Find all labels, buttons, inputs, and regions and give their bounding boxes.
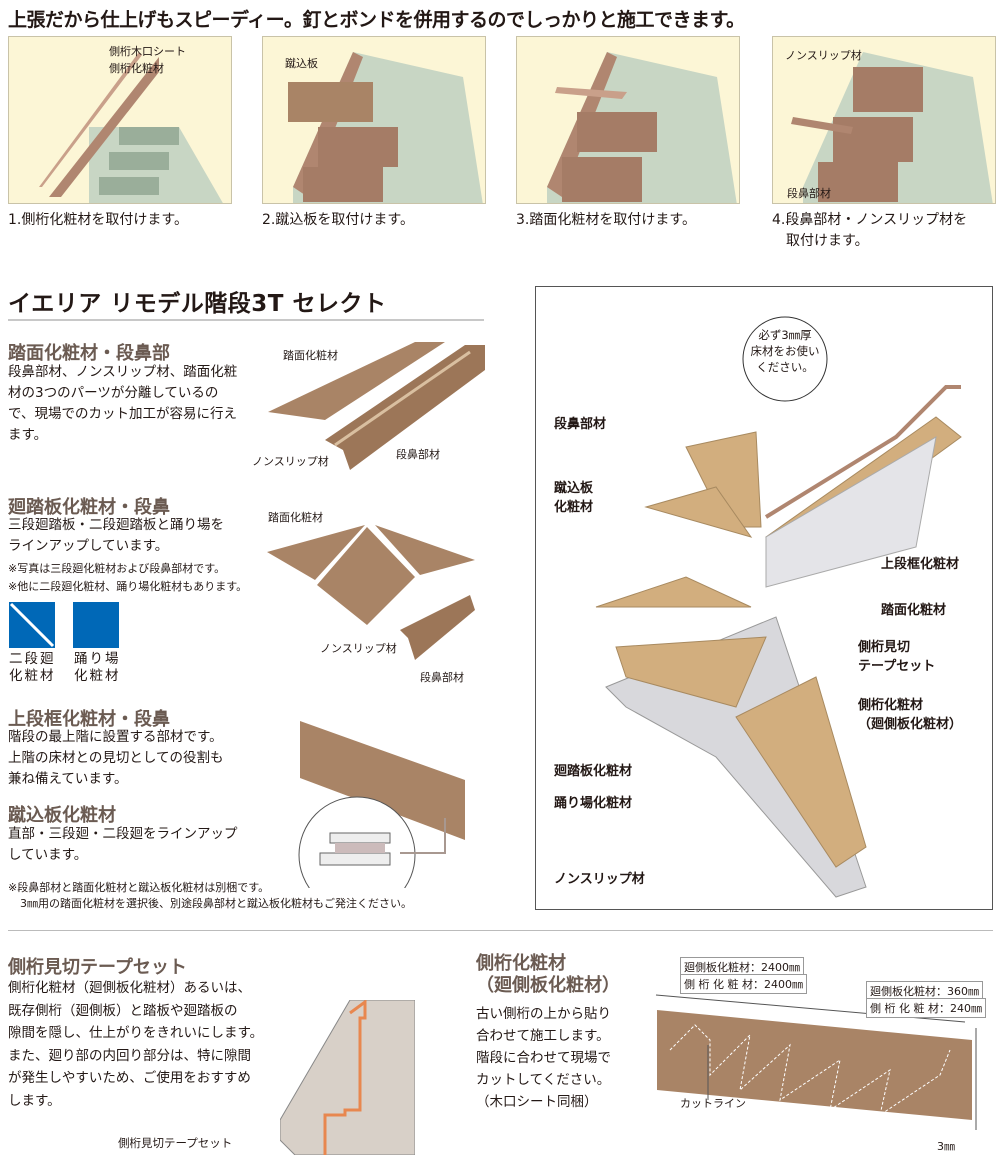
headline: 上張だから仕上げもスピーディー。釘とボンドを併用するのでしっかりと施工できます。	[8, 9, 745, 31]
top-text: 階段の最上階に設置する部材です。上階の床材との見切としての役割も兼ね備えています…	[8, 729, 224, 787]
step-2-caption: 2.蹴込板を取付けます。	[262, 212, 414, 228]
winder-text: 三段廻踏板・二段廻踏板と踊り場をラインアップしています。	[8, 517, 224, 554]
side-board-image	[655, 994, 977, 1130]
step-4-illustration: ノンスリップ材 段鼻部材	[772, 36, 996, 204]
tread-parts-image	[268, 342, 485, 470]
tread-heading: 踏面化粧材・段鼻部	[8, 343, 170, 364]
title-rule	[8, 319, 484, 321]
side-heading: 側桁化粧材（廻側板化粧材）	[476, 953, 620, 996]
riser-heading: 蹴込板化粧材	[8, 805, 116, 826]
assembly-diagram: 必ず3㎜厚床材をお使いください。 段鼻部材 蹴込板化粧材 上段框化粧材 踏面化粧…	[535, 286, 993, 910]
thickness-callout: 必ず3㎜厚床材をお使いください。	[750, 328, 820, 374]
two-step-winder-icon	[9, 602, 55, 648]
step-2-illustration: 蹴込板	[262, 36, 486, 204]
top-heading: 上段框化粧材・段鼻	[8, 709, 170, 730]
side-text: 古い側桁の上から貼り合わせて施工します。階段に合わせて現場でカットしてください。…	[476, 1006, 611, 1110]
winder-notes: ※写真は三段廻化粧材および段鼻部材です。※他に二段廻化粧材、踊り場化粧材もありま…	[8, 562, 248, 593]
tape-illustration	[280, 1000, 415, 1155]
tread-text: 段鼻部材、ノンスリップ材、踏面化粧材の3つのパーツが分離しているので、現場でのカ…	[8, 364, 238, 443]
step-4-caption: 4.段鼻部材・ノンスリップ材を取付けます。	[772, 212, 968, 249]
footnote: ※段鼻部材と踏面化粧材と蹴込板化粧材は別梱です。3㎜用の踏面化粧材を選択後、別途…	[8, 881, 412, 910]
step-1-caption: 1.側桁化粧材を取付けます。	[8, 212, 188, 228]
step-3-illustration	[516, 36, 740, 204]
tape-heading: 側桁見切テープセット	[8, 957, 187, 978]
section-divider	[8, 930, 993, 931]
landing-icon	[73, 602, 119, 648]
tape-text: 側桁化粧材（廻側板化粧材）あるいは、既存側桁（廻側板）と踏板や廻踏板の隙間を隠し…	[8, 980, 264, 1109]
step-3-caption: 3.踏面化粧材を取付けます。	[516, 212, 696, 228]
top-board-image	[298, 721, 465, 888]
riser-text: 直部・三段廻・二段廻をラインアップしています。	[8, 826, 238, 863]
winder-heading: 廻踏板化粧材・段鼻	[8, 497, 170, 518]
step-1-illustration: 側桁木口シート 側桁化粧材	[8, 36, 232, 204]
winder-parts-image	[267, 525, 475, 660]
product-title: イエリア リモデル階段3T セレクト	[8, 291, 387, 317]
